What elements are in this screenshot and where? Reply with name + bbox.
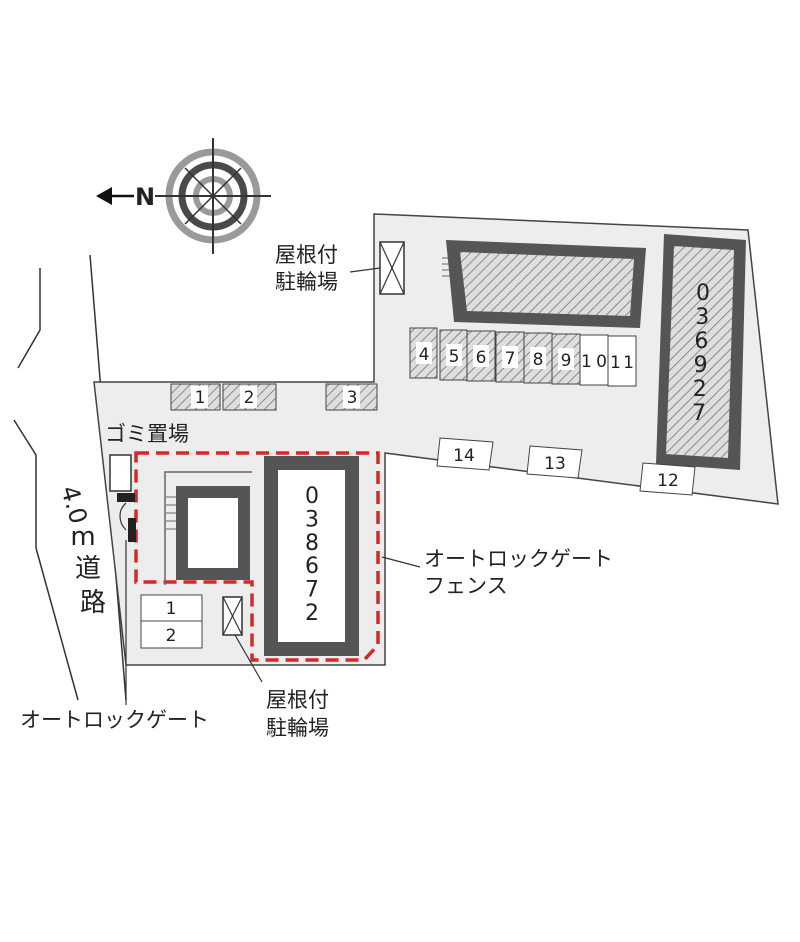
- north-arrow-icon: [96, 187, 134, 205]
- walkway: [164, 471, 252, 585]
- autolock-fence-label-2: フェンス: [424, 574, 508, 598]
- parking-space: [436, 437, 494, 471]
- building-id-digit: 2: [693, 377, 707, 402]
- parking-number: 2: [166, 626, 177, 646]
- parking-space: [140, 594, 203, 622]
- bike-shed-bottom-label-2: 駐輪場: [266, 716, 329, 740]
- bike-shed-bottom-label-1: 屋根付: [266, 688, 329, 712]
- building-small: [176, 486, 250, 580]
- parking-number: 3: [347, 388, 358, 408]
- leader-lines: [125, 267, 421, 705]
- autolock-fence-line: [134, 451, 380, 662]
- autolock-gate-label: オートロックゲート: [20, 708, 209, 732]
- parking-space: [607, 335, 637, 387]
- building-id-digit: 6: [305, 554, 319, 579]
- bike-shed-top-label-1: 屋根付: [275, 243, 338, 267]
- parking-space: [639, 462, 696, 496]
- parking-space: [140, 620, 203, 649]
- building-id-digit: 7: [305, 578, 319, 603]
- autolock-fence-label-1: オートロックゲート: [424, 547, 613, 571]
- building-id-digit: 3: [305, 507, 319, 532]
- parking-roadside: 1 2 3: [170, 383, 378, 411]
- parking-number: 9: [561, 351, 572, 371]
- parking-space: [526, 445, 583, 479]
- parking-number: 5: [449, 347, 460, 367]
- parking-number: 1: [166, 599, 177, 619]
- building-id-digit: 9: [694, 353, 708, 378]
- parking-number: 8: [533, 350, 544, 370]
- building-id-digit: 0: [696, 281, 710, 306]
- parking-number: 7: [505, 349, 516, 369]
- parking-row: 4 5 6 7 8 9 10 11: [409, 327, 637, 387]
- compass-icon: [155, 138, 271, 254]
- parking-number: 6: [476, 348, 487, 368]
- road-width-unit: m: [70, 522, 95, 552]
- north-symbol: N: [135, 183, 155, 211]
- parking-number: 4: [419, 345, 430, 365]
- road-name-char-1: 道: [75, 554, 101, 584]
- parking-small: 1 2: [140, 594, 203, 649]
- garbage-area-icon: [109, 454, 132, 492]
- parking-number: 14: [453, 446, 475, 466]
- bike-shed-bottom-icon: [222, 596, 243, 636]
- building-id-digit: 2: [305, 601, 319, 626]
- parking-number: 13: [544, 454, 566, 474]
- road-width-number: 4.0: [55, 483, 92, 527]
- building-south-038672: [264, 456, 359, 656]
- parking-number: 12: [657, 471, 679, 491]
- building-id-digit: 8: [305, 531, 319, 556]
- building-id-digit: 0: [305, 484, 319, 509]
- autolock-gate-icon: [117, 493, 136, 542]
- building-north-036927: [656, 234, 746, 470]
- parking-number: 2: [244, 388, 255, 408]
- building-id-digit: 7: [692, 401, 706, 426]
- road-edge-left: [13, 268, 79, 701]
- bike-shed-top-label-2: 駐輪場: [275, 270, 338, 294]
- bike-shed-top-icon: [379, 241, 405, 295]
- parking-space: [579, 334, 609, 386]
- building-id-digit: 3: [695, 305, 709, 330]
- road-name-char-2: 路: [80, 588, 106, 618]
- parking-lower: 14 13 12: [436, 437, 696, 496]
- building-id-digit: 6: [694, 329, 708, 354]
- garbage-label: ゴミ置場: [105, 422, 189, 446]
- parking-number: 1: [195, 388, 206, 408]
